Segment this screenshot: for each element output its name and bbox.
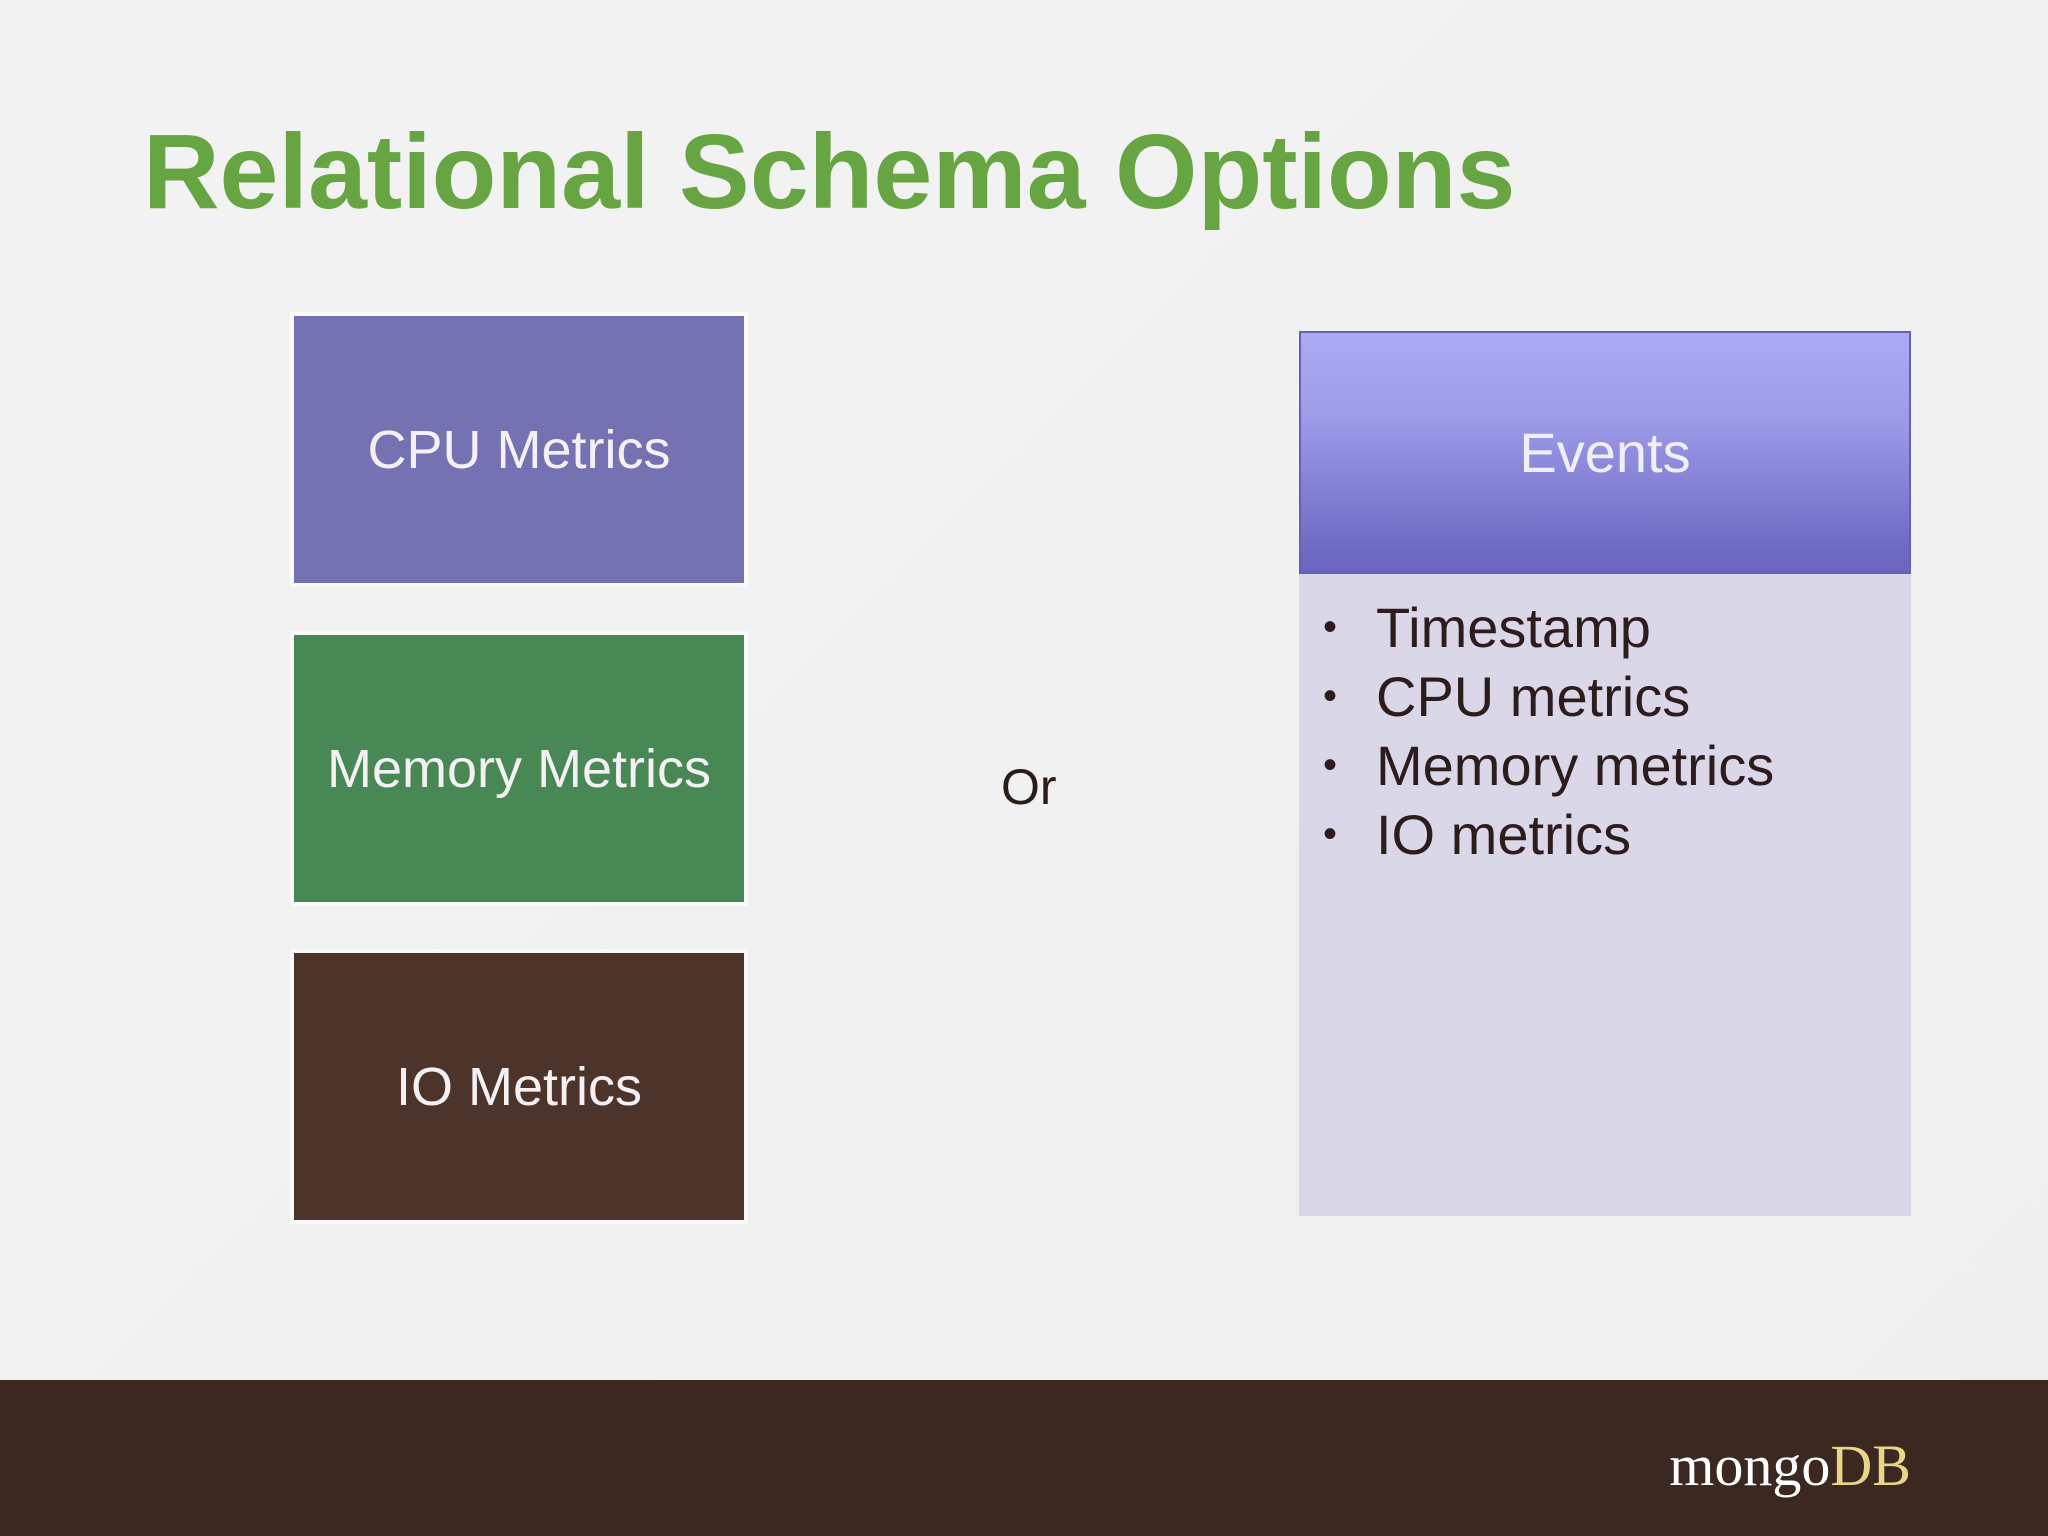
events-field-item: • IO metrics <box>1323 800 1774 869</box>
or-separator: Or <box>1001 759 1057 815</box>
events-field-item: • Timestamp <box>1323 593 1774 662</box>
events-field-label: Timestamp <box>1376 596 1651 659</box>
events-field-item: • CPU metrics <box>1323 662 1774 731</box>
events-field-list: •Timestamp •CPU metrics •Memory metrics … <box>1323 593 1774 869</box>
footer-bar: mongoDB <box>0 1380 2048 1536</box>
bullet-icon: • <box>1323 605 1338 649</box>
events-field-item: • Memory metrics <box>1323 731 1774 800</box>
cpu-metrics-label: CPU Metrics <box>367 419 671 480</box>
logo-wordmark-mongo: mongo <box>1669 1433 1831 1498</box>
bullet-icon: • <box>1323 674 1338 718</box>
events-header: Events <box>1299 331 1911 574</box>
events-field-label: Memory metrics <box>1376 734 1775 797</box>
cpu-metrics-table: CPU Metrics <box>294 316 744 583</box>
bullet-icon: • <box>1323 812 1338 856</box>
slide-title: Relational Schema Options <box>143 113 1516 231</box>
memory-metrics-table: Memory Metrics <box>294 635 744 902</box>
memory-metrics-label: Memory Metrics <box>326 738 711 799</box>
events-field-label: IO metrics <box>1376 803 1632 866</box>
events-table: Events • Timestamp • CPU metrics • Memory m… <box>1299 331 1911 1216</box>
events-field-label: CPU metrics <box>1376 665 1691 728</box>
logo-wordmark-db: DB <box>1830 1433 1911 1498</box>
io-metrics-table: IO Metrics <box>294 953 744 1220</box>
events-header-label: Events <box>1519 421 1691 484</box>
mongodb-logo: mongoDB <box>1669 1436 1911 1496</box>
bullet-icon: • <box>1323 743 1338 787</box>
io-metrics-label: IO Metrics <box>395 1056 642 1117</box>
